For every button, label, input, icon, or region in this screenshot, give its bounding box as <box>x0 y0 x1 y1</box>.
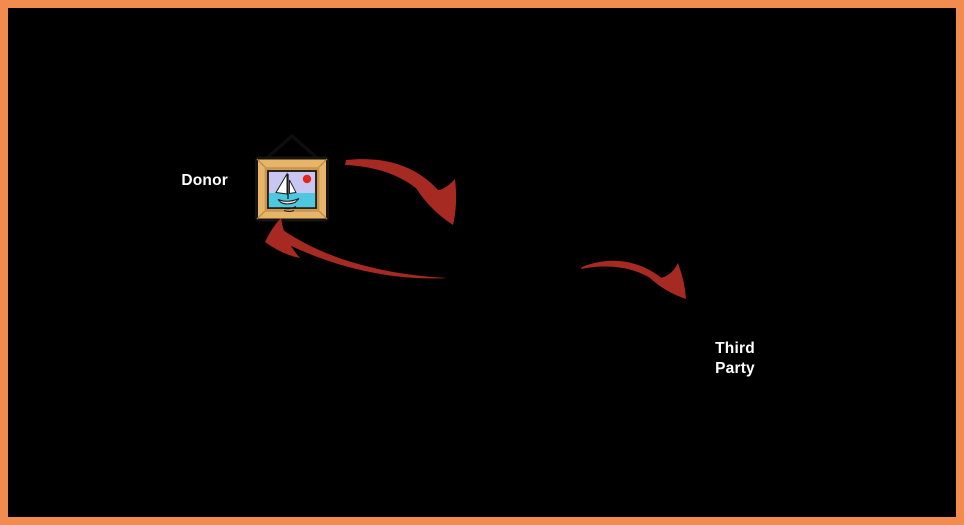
arrow-from-donor-head <box>416 179 457 225</box>
sailboat-hull <box>277 198 300 205</box>
arrow-layer <box>265 159 686 299</box>
sailboat-jib <box>289 179 297 195</box>
framed-sailboat-picture-icon <box>255 133 329 222</box>
donor-label: Donor <box>181 172 228 189</box>
picture-sea <box>268 193 316 208</box>
arrow-to-third-party <box>581 260 686 299</box>
arrow-back-to-donor-head <box>265 218 300 258</box>
picture-hanging-wire <box>259 133 325 165</box>
arrow-back-to-donor-body <box>277 230 448 279</box>
sailboat-mainsail <box>275 172 288 195</box>
third-party-label-line2: Party <box>715 359 755 377</box>
arrow-back-to-donor <box>265 218 448 279</box>
frame-inner-bevel <box>264 167 320 212</box>
sailboat-wake-lines <box>280 206 297 212</box>
picture-sun <box>302 174 312 184</box>
third-party-label-line1: Third <box>715 340 755 357</box>
arrow-to-third-party-body <box>581 260 664 284</box>
arrow-to-third-party-head <box>650 263 686 299</box>
frame-miter-lines <box>256 158 328 220</box>
third-party-label: Third Party <box>696 339 774 378</box>
arrow-from-donor <box>345 159 457 225</box>
